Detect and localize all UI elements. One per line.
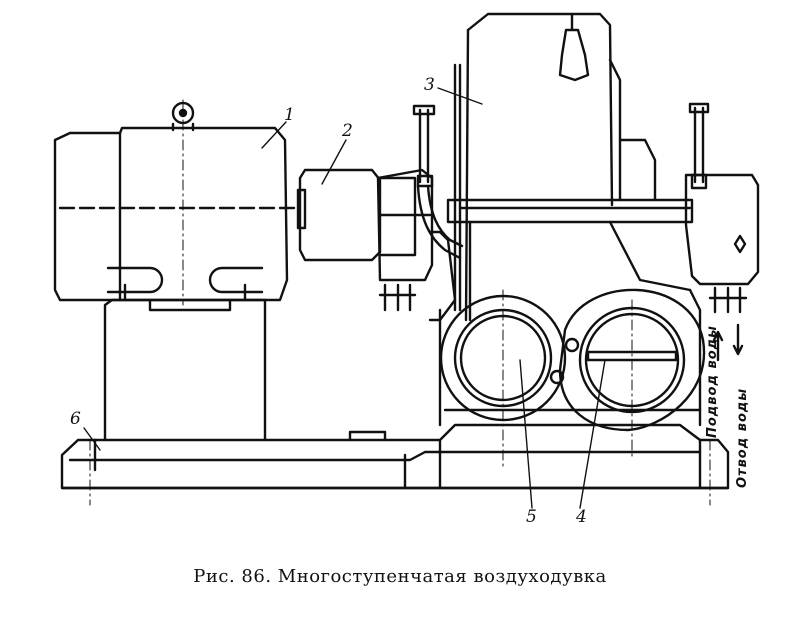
left-bearing	[376, 104, 464, 312]
figure-caption: Рис. 86. Многоступенчатая воздуходувка	[193, 566, 607, 587]
blower-casing	[428, 12, 694, 322]
leader-lines	[83, 87, 606, 509]
water-out-label: Отвод воды	[735, 388, 750, 488]
right-bearing	[684, 102, 760, 314]
water-arrows	[712, 323, 744, 362]
label-4: 4	[575, 507, 587, 527]
label-6: 6	[70, 409, 81, 429]
label-5: 5	[526, 507, 537, 527]
coupling	[298, 168, 432, 262]
electric-motor	[53, 101, 307, 302]
label-3: 3	[424, 75, 435, 95]
lower-housing	[438, 288, 702, 427]
motor-stand	[103, 298, 267, 442]
label-1: 1	[284, 105, 295, 125]
label-2: 2	[341, 121, 353, 141]
water-in-label: Подвод воды	[705, 325, 720, 438]
base-frame	[60, 423, 730, 490]
center-lines	[89, 99, 711, 506]
